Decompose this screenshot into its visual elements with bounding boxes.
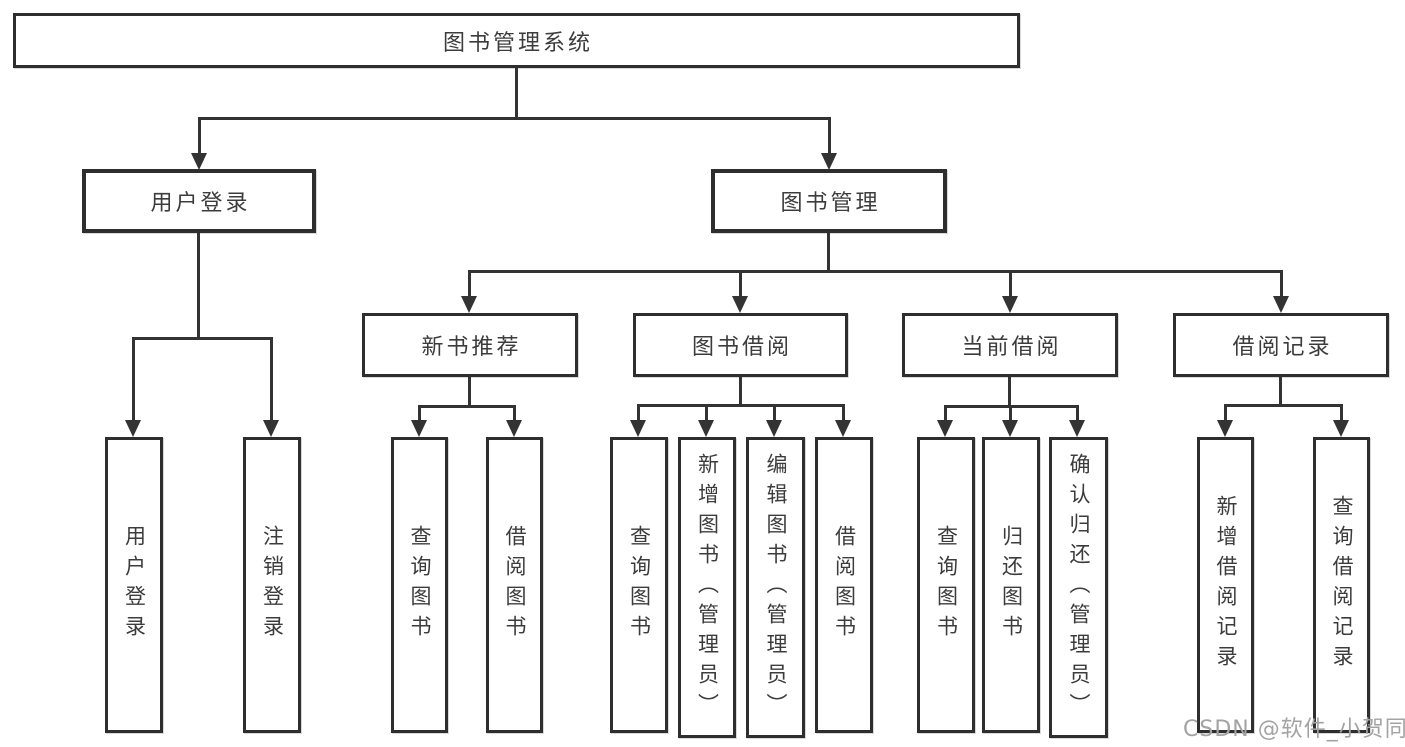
leaf-borrow-query-books: 查询图书 <box>610 437 668 733</box>
connector-line <box>515 68 518 120</box>
leaf-borrow-add-books-admin: 新增图书（管理员） <box>678 437 736 738</box>
leaf-recommend-borrow-books: 借阅图书 <box>486 437 543 733</box>
node-book-borrow: 图书借阅 <box>633 313 848 377</box>
leaf-borrow-edit-books-admin: 编辑图书（管理员） <box>746 437 805 738</box>
connector-line <box>705 404 708 423</box>
csdn-watermark: CSDN @软件_小贺同学 <box>1183 717 1405 742</box>
connector-line <box>197 233 200 340</box>
arrow-down-icon <box>191 153 207 170</box>
leaf-current-query-books: 查询图书 <box>917 437 975 733</box>
arrow-down-icon <box>766 420 782 437</box>
connector-line <box>418 405 421 423</box>
arrow-down-icon <box>461 296 477 313</box>
connector-line <box>1340 404 1343 423</box>
arrow-down-icon <box>937 420 953 437</box>
connector-line <box>468 377 471 408</box>
node-new-book-recommend: 新书推荐 <box>362 313 578 377</box>
connector-line <box>468 270 471 299</box>
leaf-current-return-books: 归还图书 <box>982 437 1040 733</box>
leaf-current-confirm-return-admin: 确认归还（管理员） <box>1049 437 1108 738</box>
node-borrow-records: 借阅记录 <box>1173 313 1389 377</box>
connector-line <box>1279 377 1282 407</box>
arrow-down-icon <box>821 153 837 170</box>
connector-line <box>418 405 516 408</box>
arrow-down-icon <box>1333 420 1349 437</box>
connector-line <box>1224 404 1227 423</box>
arrow-down-icon <box>1002 296 1018 313</box>
connector-line <box>513 405 516 423</box>
node-book-management: 图书管理 <box>711 169 947 233</box>
arrow-down-icon <box>1069 420 1085 437</box>
node-user-login: 用户登录 <box>82 169 316 233</box>
leaf-user-login: 用户登录 <box>105 437 163 733</box>
node-root: 图书管理系统 <box>13 13 1020 68</box>
connector-line <box>270 337 273 423</box>
leaf-records-add-record: 新增借阅记录 <box>1197 437 1254 733</box>
arrow-down-icon <box>630 420 646 437</box>
arrow-down-icon <box>1273 296 1289 313</box>
connector-line <box>132 337 273 340</box>
arrow-down-icon <box>411 420 427 437</box>
connector-line <box>637 404 640 423</box>
connector-line <box>1008 377 1011 408</box>
connector-line <box>1224 404 1343 407</box>
leaf-records-query-record: 查询借阅记录 <box>1313 437 1370 733</box>
connector-line <box>773 404 776 423</box>
connector-line <box>1280 270 1283 299</box>
connector-line <box>827 233 830 273</box>
arrow-down-icon <box>698 420 714 437</box>
connector-line <box>828 117 831 155</box>
arrow-down-icon <box>1217 420 1233 437</box>
arrow-down-icon <box>732 296 748 313</box>
leaf-recommend-query-books: 查询图书 <box>391 437 448 733</box>
arrow-down-icon <box>263 420 279 437</box>
connector-line <box>198 117 201 155</box>
arrow-down-icon <box>506 420 522 437</box>
leaf-logout: 注销登录 <box>243 437 301 733</box>
node-current-borrow: 当前借阅 <box>902 313 1118 377</box>
connector-line <box>842 404 845 423</box>
connector-line <box>739 270 742 299</box>
leaf-borrow-borrow-books: 借阅图书 <box>815 437 873 733</box>
connector-line <box>1009 270 1012 299</box>
connector-line <box>944 405 947 423</box>
arrow-down-icon <box>835 420 851 437</box>
connector-line <box>198 117 831 120</box>
connector-line <box>739 377 742 407</box>
connector-line <box>1076 405 1079 423</box>
connector-line <box>637 404 845 407</box>
connector-line <box>468 270 1283 273</box>
connector-line <box>1009 405 1012 423</box>
arrow-down-icon <box>1002 420 1018 437</box>
connector-line <box>132 337 135 423</box>
arrow-down-icon <box>125 420 141 437</box>
